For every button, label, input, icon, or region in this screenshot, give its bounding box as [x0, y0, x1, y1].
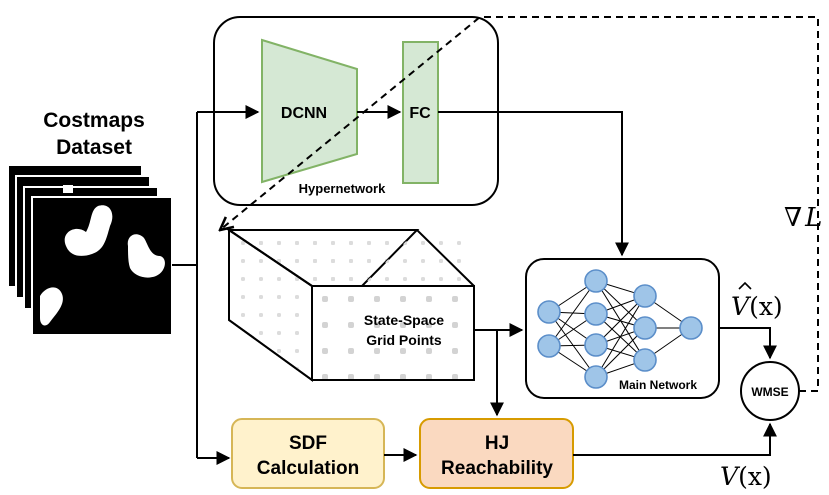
nn-neuron	[633, 284, 657, 308]
hj-label-line1: HJ	[485, 433, 509, 454]
v-hat-accent	[738, 281, 752, 290]
hypernetwork-label: Hypernetwork	[299, 181, 386, 196]
costmap-obstacle-blob	[40, 287, 63, 326]
costmaps-dataset: Costmaps Dataset	[7, 109, 173, 336]
arrow-main-wmse	[719, 327, 777, 360]
dataset-title-line2: Dataset	[56, 136, 132, 159]
nn-neuron	[537, 300, 561, 324]
grid-label-line1: State-Space	[364, 312, 444, 328]
main-network-label: Main Network	[619, 378, 697, 392]
dcnn-block	[261, 38, 358, 184]
hj-label-line2: Reachability	[441, 458, 553, 479]
sdf-label-line2: Calculation	[257, 458, 359, 479]
hj-block: HJ Reachability	[419, 418, 574, 489]
fc-label: FC	[409, 105, 431, 122]
nn-connection	[548, 311, 597, 378]
nn-connection	[548, 280, 597, 347]
nn-neuron	[584, 269, 608, 293]
nn-neuron	[584, 302, 608, 326]
wmse-label: WMSE	[751, 385, 788, 399]
dcnn-label: DCNN	[281, 105, 327, 122]
grid-label-line2: Grid Points	[366, 332, 442, 348]
hj-box	[419, 418, 574, 489]
nn-neuron	[537, 334, 561, 358]
nn-connection	[595, 295, 646, 378]
wmse-node: WMSE	[740, 361, 800, 421]
nn-neuron	[584, 365, 608, 389]
gradient-feedback-arrow	[220, 16, 819, 392]
arrow-hj-wmse	[573, 422, 777, 456]
sdf-box	[231, 418, 385, 489]
cube-front-face	[312, 286, 474, 380]
sdf-block: SDF Calculation	[231, 418, 385, 489]
arrow-fc-main	[438, 111, 629, 257]
nn-neuron	[633, 316, 657, 340]
sdf-label-line1: SDF	[289, 433, 327, 454]
cube-left-face	[229, 230, 312, 380]
v-hat-label: V(x)	[731, 292, 783, 321]
main-network-block: Main Network	[525, 258, 720, 399]
nn-neuron	[584, 333, 608, 357]
math-labels: ∇L V(x) V(x)	[720, 203, 822, 491]
nn-neuron	[633, 348, 657, 372]
dataset-title-line1: Costmaps	[43, 109, 145, 132]
grad-l-label: ∇L	[784, 203, 822, 233]
costmap-obstacle-blob	[127, 234, 165, 278]
costmap-obstacle-blob	[64, 205, 113, 256]
state-space-cube: State-Space Grid Points	[225, 228, 475, 382]
connectors	[172, 16, 819, 465]
nn-neuron	[679, 316, 703, 340]
hypernetwork-block: DCNN FC Hypernetwork	[213, 16, 499, 206]
v-label: V(x)	[720, 462, 772, 491]
